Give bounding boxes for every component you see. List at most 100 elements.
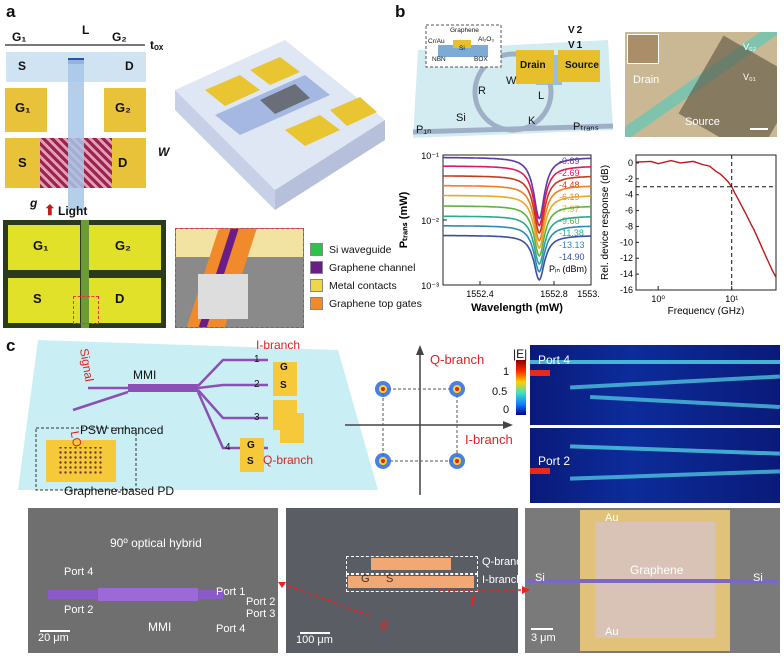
sem1-mmi-label: MMI [148,620,172,634]
chart2-xtick-1: 10¹ [725,294,738,304]
panel-a-zoom-image [175,228,304,328]
sem2-scale-label: 100 μm [296,634,333,646]
chart2-frame [635,154,777,291]
spectrum-line-4 [443,194,591,250]
spectrum-line-2 [443,175,591,235]
spectrum-line-1 [443,165,591,227]
graphene-pd-label: Graphene-based PD [64,484,175,498]
g2-top-label: G₂ [112,30,127,44]
spectrum-legend-title: Pᵢₙ (dBm) [549,264,587,274]
chart2-ytick-6: -12 [620,253,633,263]
pin-label: P₁ₙ [416,124,432,136]
sem2-scale-bar [300,632,330,634]
source-top-label: S [18,59,27,73]
sem2-g-label: G [361,573,370,585]
port-number-1: 1 [254,354,260,365]
drain-label: Drain [520,60,546,71]
chart1-xtick-2: 1553.0 [577,289,600,299]
g2-label: G₂ [115,100,131,115]
photo-source-label: Source [685,116,720,128]
gate1-pad [5,88,47,132]
spectrum-legend-1: -2.69 [559,168,580,178]
sem2-q-branch-label: Q-branch [482,556,518,568]
colorbar-tick-05: 0.5 [492,386,508,398]
chart2-ytick-1: -2 [625,174,633,184]
chart1-ytick-2: 10⁻³ [421,281,439,291]
chart1-ytick-0: 10⁻¹ [421,151,439,161]
legend-item-si-waveguide: Si waveguide [310,243,391,256]
sem-photodetector-array: Q-branch I-branch G S d f 100 μm [286,508,518,653]
inset-graphene-label: Graphene [450,27,479,34]
field-map-port4: Port 4 [530,345,780,425]
panel-b-device-schematic: V 2 V 1 Drain Source R W L K Si P₁ₙ Pₜᵣₐ… [408,20,613,140]
panel-a-letter: a [6,2,16,21]
chart1-xlabel: Wavelength (mW) [471,302,563,314]
g1-label: G₁ [15,100,31,115]
panel-a-micrograph: G₁ G₂ S D [3,220,166,328]
vg2-label: V 2 [568,25,583,36]
micrograph-d-label: D [115,291,125,306]
g1-top-label: G₁ [12,30,27,44]
port-number-3: 3 [254,412,260,423]
chart2-ytick-7: -14 [620,269,633,279]
colorbar-title: |E| [513,347,528,361]
psw-label: PSW enhanced [80,423,164,437]
sem1-scale-label: 20 μm [38,632,69,644]
legend-item-graphene-top-gates: Graphene top gates [310,297,422,310]
photo-drain-label: Drain [633,74,660,86]
sem-optical-hybrid: 90º optical hybrid Port 4 Port 2 Port 1 … [28,508,278,653]
inset-nbn-label: NBN [432,56,446,63]
sem1-port1: Port 1 [216,586,246,598]
sem1-scale-bar [40,630,70,632]
chart2-ytick-4: -8 [625,221,633,231]
photo-scale-bar [750,128,768,130]
legend-item-metal-contacts: Metal contacts [310,279,397,292]
photo-vg2-label: V₀₂ [743,42,757,52]
pd1-g-label: G [280,362,288,373]
light-arrow-icon: ⬆ [44,202,56,218]
sem3-graphene-label: Graphene [630,563,684,577]
waveguide [68,60,84,210]
length-l-label: L [538,90,545,102]
sem-graphene-detector: Au Au Si Si Graphene 3 μm [525,508,780,653]
micrograph-g1-label: G₁ [33,238,49,253]
constellation-q-label: Q-branch [430,352,485,367]
top-gate-line [5,44,145,46]
spectrum-legend-5: -9.60 [559,216,580,226]
photo-vg1-label: V₀₁ [743,72,756,82]
pd1-s-label: S [280,380,287,391]
sem2-f-label: f [471,594,475,608]
colorbar-tick-0: 0 [503,404,510,416]
spectrum-legend-7: -13.13 [559,240,585,250]
chart2-ytick-5: -10 [620,237,633,247]
mmi-label: MMI [133,368,157,382]
chart1-ylabel: Pₜᵣₐₙₛ (mW) [398,191,410,248]
inset-si-label: Si [459,45,465,52]
chart1-xtick-1: 1552.8 [540,289,568,299]
sem1-port2-right: Port 2 [246,596,276,608]
micrograph-g2-label: G₂ [115,238,131,253]
panel-b-letter: b [395,2,406,21]
spectrum-line-8 [443,234,591,282]
pd4-s-label: S [247,456,254,467]
spectrum-legend-4: -7.97 [559,204,580,214]
gap-label: g [30,196,38,210]
panel-c-schematic: I-branch Q-branch Signal LO MMI PSW enha… [18,338,378,498]
tox-label: tₒₓ [150,38,164,52]
port-number-2: 2 [254,379,260,390]
d-label: D [118,155,128,170]
panel-a-legend: Si waveguide Graphene channel Metal cont… [310,243,422,333]
width-w-label: W [506,75,517,87]
chart2-ytick-8: -16 [620,285,633,295]
chart2-ytick-0: 0 [628,158,633,168]
sem1-port3: Port 3 [246,608,276,620]
inset-al2o3-label: Al₂O₃ [478,36,495,43]
panel-b-photo: Drain Source V₀₂ V₀₁ [625,32,777,137]
ptrans-label: Pₜᵣₐₙₛ [573,121,599,133]
spectrum-legend-2: -4.48 [559,180,580,190]
spectrum-line-6 [443,215,591,266]
micrograph-s-label: S [33,291,42,306]
field-port2-label: Port 2 [538,454,571,468]
sem3-scale-bar [531,628,553,630]
